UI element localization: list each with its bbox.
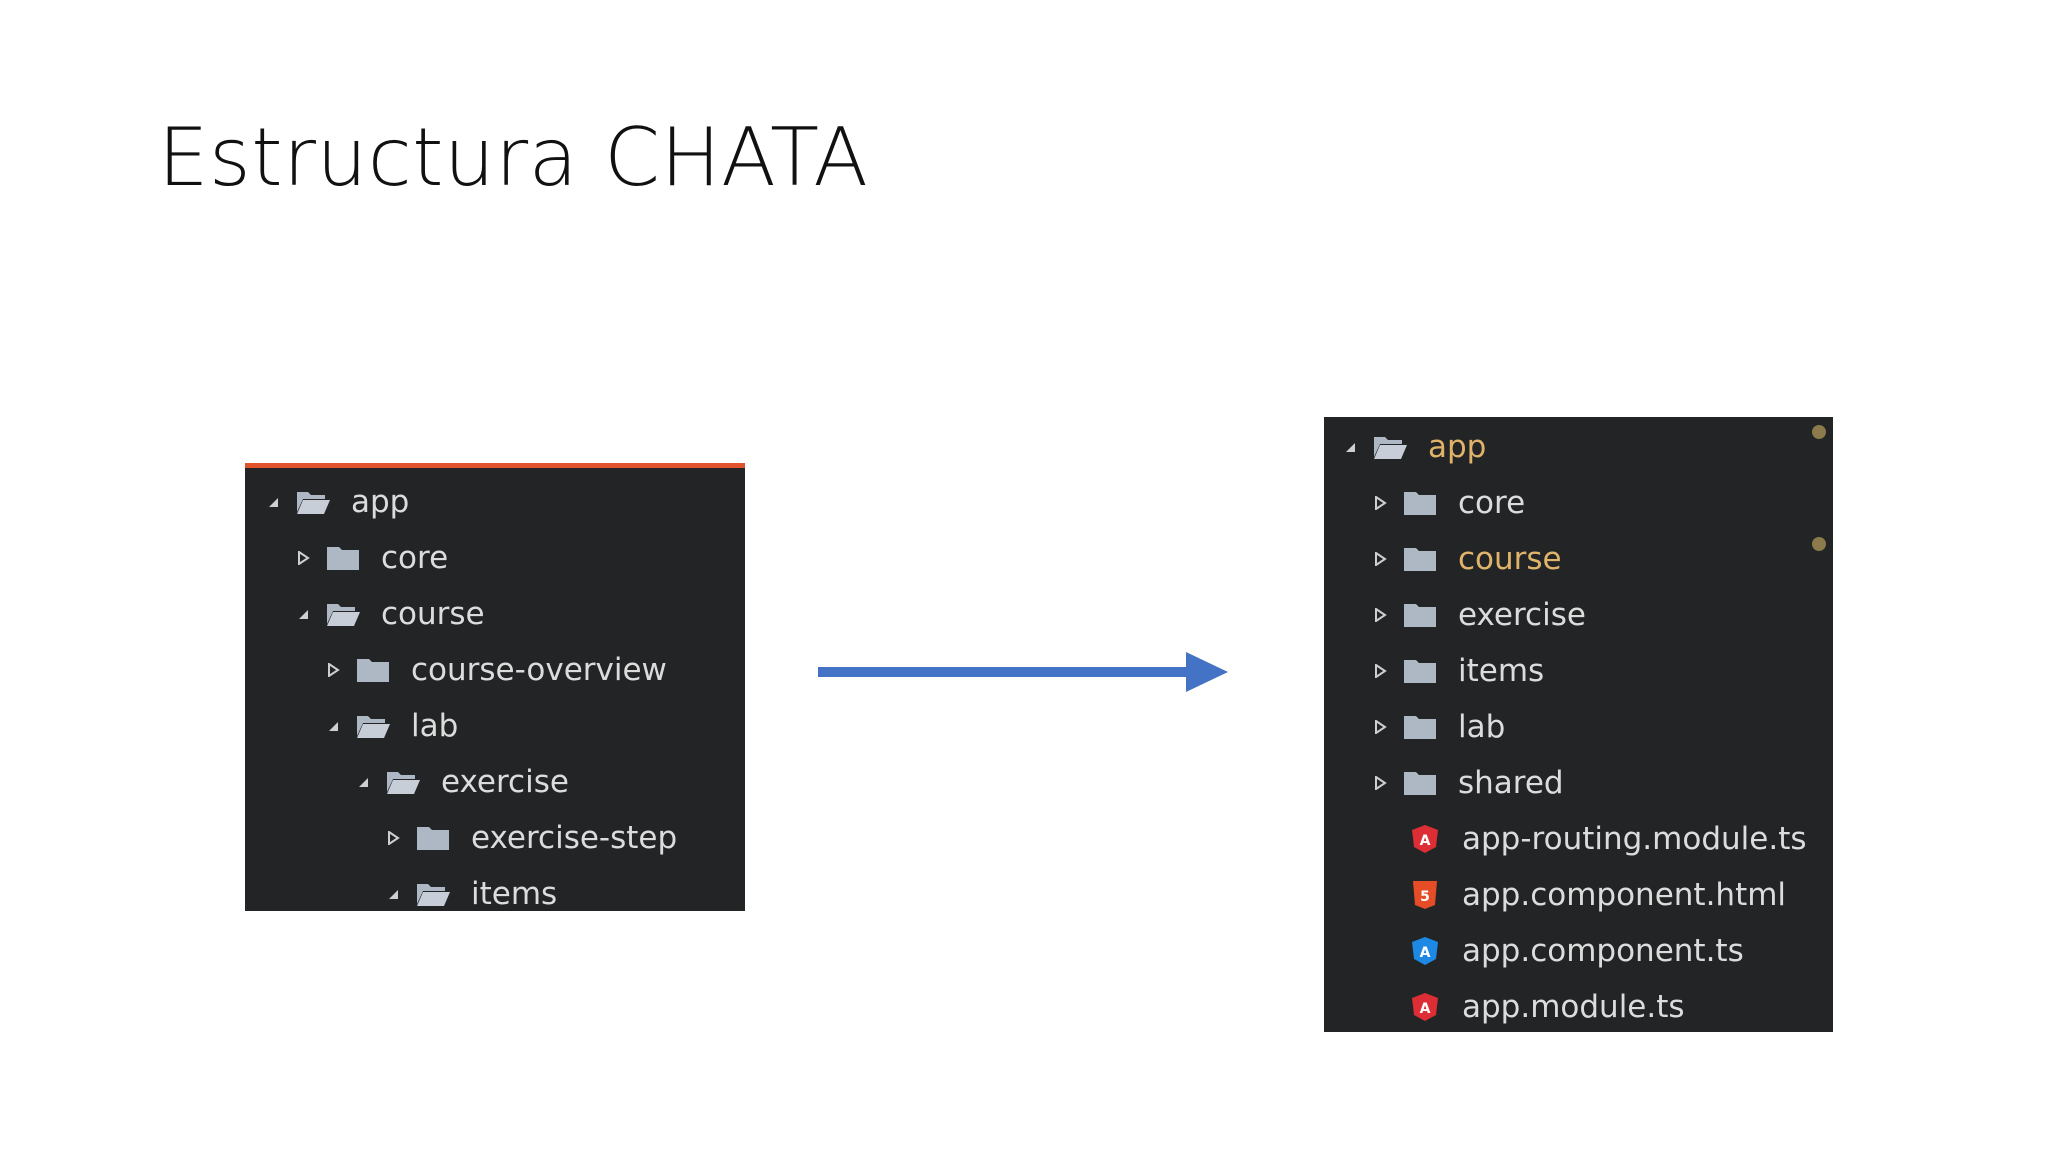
- expanded-caret-icon[interactable]: [383, 884, 403, 904]
- tree-item-lab[interactable]: lab: [323, 698, 458, 754]
- folder-icon: [1402, 769, 1438, 797]
- html5-icon: 5: [1410, 880, 1440, 910]
- right-arrow-icon: [818, 652, 1228, 692]
- before-file-tree: app core course course-overview lab exer…: [245, 463, 745, 911]
- tree-item-label: core: [1458, 484, 1526, 521]
- tree-item-items[interactable]: items: [383, 866, 557, 911]
- tree-item-label: course: [381, 595, 485, 632]
- tree-item-exercise[interactable]: exercise: [353, 754, 569, 810]
- folder-open-icon: [325, 600, 361, 628]
- slide-title: Estructura CHATA: [158, 111, 869, 204]
- modified-indicator: [1812, 425, 1826, 439]
- folder-icon: [1402, 713, 1438, 741]
- tree-item-label: course-overview: [411, 651, 667, 688]
- folder-open-icon: [355, 712, 391, 740]
- folder-open-icon: [385, 768, 421, 796]
- tree-item-label: items: [471, 875, 558, 911]
- collapsed-caret-icon[interactable]: [1370, 717, 1390, 737]
- folder-open-icon: [295, 488, 331, 516]
- tree-item-core[interactable]: core: [293, 530, 448, 586]
- expanded-caret-icon[interactable]: [323, 716, 343, 736]
- folder-icon: [1402, 489, 1438, 517]
- folder-icon: [415, 824, 451, 852]
- collapsed-caret-icon[interactable]: [323, 660, 343, 680]
- file-app-component-ts[interactable]: A app.component.ts: [1410, 923, 1744, 979]
- folder-icon: [1402, 657, 1438, 685]
- folder-open-icon: [415, 880, 451, 908]
- folder-icon: [1402, 601, 1438, 629]
- folder-icon: [355, 656, 391, 684]
- svg-text:A: A: [1420, 945, 1431, 961]
- file-label: app.component.html: [1462, 876, 1787, 913]
- accent-bar: [245, 463, 745, 468]
- expanded-caret-icon[interactable]: [353, 772, 373, 792]
- collapsed-caret-icon[interactable]: [1370, 605, 1390, 625]
- tree-item-app[interactable]: app: [263, 474, 409, 530]
- expanded-caret-icon[interactable]: [263, 492, 283, 512]
- file-app-routing-module[interactable]: A app-routing.module.ts: [1410, 811, 1807, 867]
- after-file-tree: app core course exercise items lab: [1324, 417, 1833, 1032]
- tree-item-items[interactable]: items: [1370, 643, 1544, 699]
- tree-item-label: core: [381, 539, 449, 576]
- angular-icon: A: [1410, 824, 1440, 854]
- folder-icon: [325, 544, 361, 572]
- collapsed-caret-icon[interactable]: [383, 828, 403, 848]
- tree-item-course-overview[interactable]: course-overview: [323, 642, 667, 698]
- file-label: app-routing.module.ts: [1462, 820, 1807, 857]
- tree-item-label: shared: [1458, 764, 1564, 801]
- tree-item-label: exercise: [1458, 596, 1586, 633]
- file-app-module-ts[interactable]: A app.module.ts: [1410, 979, 1685, 1032]
- tree-item-label: lab: [1458, 708, 1506, 745]
- collapsed-caret-icon[interactable]: [1370, 773, 1390, 793]
- tree-item-exercise-step[interactable]: exercise-step: [383, 810, 677, 866]
- angular-component-icon: A: [1410, 936, 1440, 966]
- expanded-caret-icon[interactable]: [1340, 437, 1360, 457]
- folder-open-icon: [1372, 433, 1408, 461]
- svg-text:A: A: [1420, 833, 1431, 849]
- collapsed-caret-icon[interactable]: [1370, 549, 1390, 569]
- folder-icon: [1402, 545, 1438, 573]
- tree-item-label: exercise-step: [471, 819, 678, 856]
- collapsed-caret-icon[interactable]: [293, 548, 313, 568]
- collapsed-caret-icon[interactable]: [1370, 661, 1390, 681]
- tree-item-lab[interactable]: lab: [1370, 699, 1505, 755]
- file-label: app.component.ts: [1462, 932, 1744, 969]
- tree-item-label: app: [1428, 428, 1487, 465]
- tree-item-shared[interactable]: shared: [1370, 755, 1564, 811]
- tree-item-exercise[interactable]: exercise: [1370, 587, 1586, 643]
- expanded-caret-icon[interactable]: [293, 604, 313, 624]
- modified-indicator: [1812, 537, 1826, 551]
- file-app-component-html[interactable]: 5 app.component.html: [1410, 867, 1786, 923]
- angular-icon: A: [1410, 992, 1440, 1022]
- svg-text:5: 5: [1420, 889, 1430, 905]
- collapsed-caret-icon[interactable]: [1370, 493, 1390, 513]
- file-label: app.module.ts: [1462, 988, 1685, 1025]
- tree-item-course[interactable]: course: [293, 586, 485, 642]
- tree-item-label: app: [351, 483, 410, 520]
- tree-item-label: items: [1458, 652, 1545, 689]
- svg-text:A: A: [1420, 1001, 1431, 1017]
- tree-item-label: exercise: [441, 763, 569, 800]
- tree-item-app[interactable]: app: [1340, 419, 1486, 475]
- tree-item-course[interactable]: course: [1370, 531, 1562, 587]
- tree-item-label: lab: [411, 707, 459, 744]
- tree-item-label: course: [1458, 540, 1562, 577]
- tree-item-core[interactable]: core: [1370, 475, 1525, 531]
